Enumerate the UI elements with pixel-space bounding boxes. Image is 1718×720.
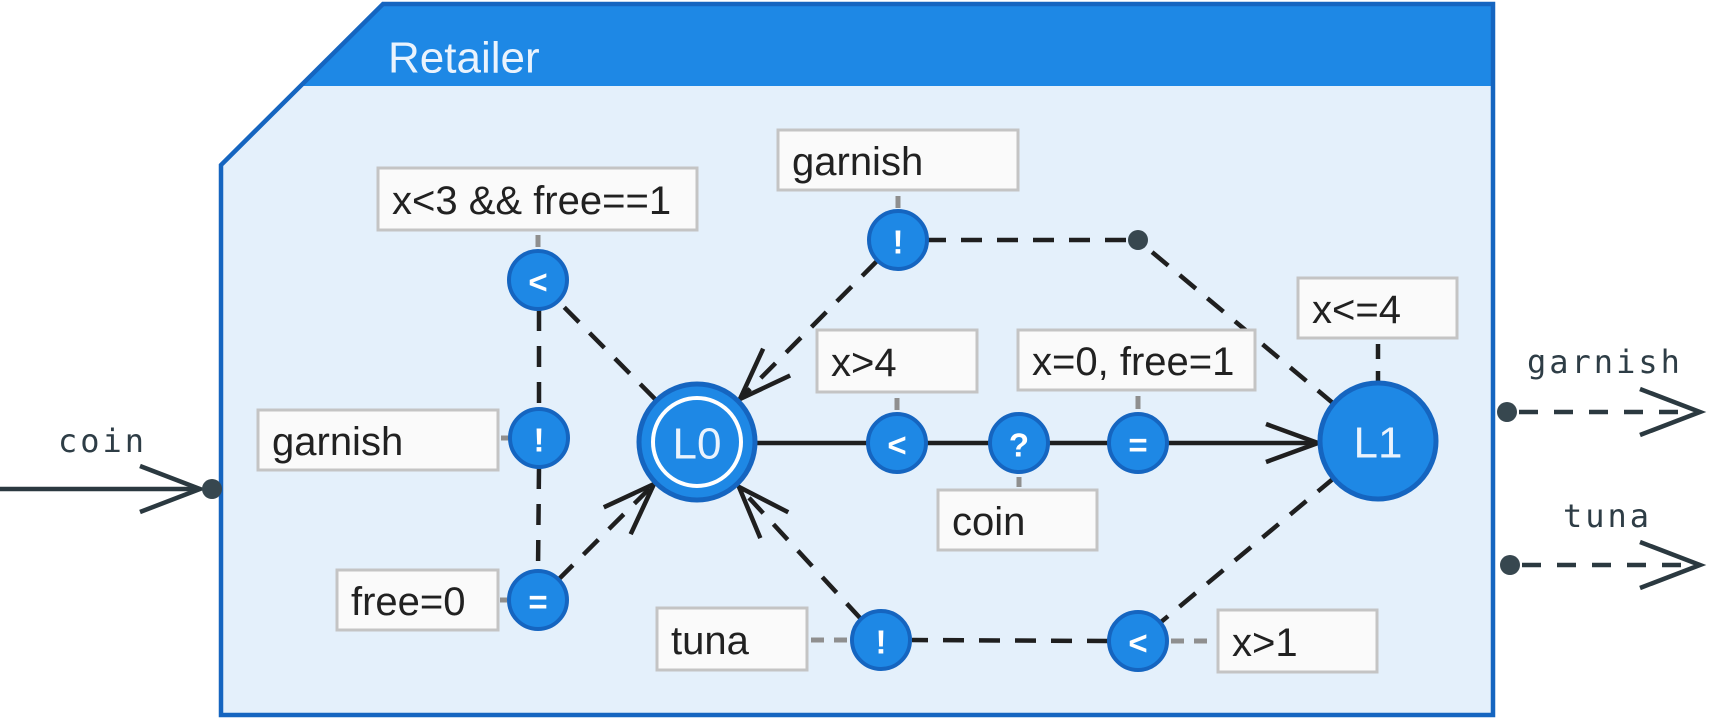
edge-selfloop xyxy=(535,299,659,582)
label-garnish-left[interactable]: garnish xyxy=(256,408,500,472)
send-op-icon: ! xyxy=(534,422,545,459)
port-garnish-dot[interactable] xyxy=(1497,402,1517,422)
op-buy-receive[interactable]: ? xyxy=(988,412,1050,474)
send-op-icon: ! xyxy=(893,224,904,261)
port-tuna-out[interactable]: tuna xyxy=(1500,497,1707,591)
port-garnish-label: garnish xyxy=(1527,343,1683,381)
edge-serve-garnish xyxy=(735,230,1336,406)
label-box[interactable] xyxy=(655,606,809,672)
label-text: x<=4 xyxy=(1312,288,1401,332)
label-selfloop-guard[interactable]: x<3 && free==1 xyxy=(376,166,699,232)
op-selfloop-assign[interactable]: = xyxy=(507,569,569,631)
op-tuna-guard[interactable]: < xyxy=(1107,610,1169,672)
edge-garnish-diag-right xyxy=(1144,245,1336,406)
edge-tuna-into-l0 xyxy=(734,482,863,621)
edge-bend-dot xyxy=(1128,230,1148,250)
label-invariant-x-le-4[interactable]: x<=4 xyxy=(1296,276,1459,340)
state-l1[interactable]: L1 xyxy=(1317,380,1439,502)
label-box[interactable] xyxy=(335,568,500,632)
label-box[interactable] xyxy=(256,408,500,472)
port-coin-in[interactable]: coin xyxy=(0,422,222,515)
less-than-op-icon: < xyxy=(887,427,906,464)
op-selfloop-guard[interactable]: < xyxy=(507,249,569,311)
label-box[interactable] xyxy=(936,488,1099,552)
op-buy-assign[interactable]: = xyxy=(1107,412,1169,474)
send-op-icon: ! xyxy=(876,624,887,661)
edge-selfloop-in xyxy=(556,479,659,582)
process-border xyxy=(218,1,1496,718)
less-than-op-icon: < xyxy=(528,264,547,301)
label-text: x=0, free=1 xyxy=(1032,340,1234,384)
label-x-gt-1[interactable]: x>1 xyxy=(1216,608,1379,674)
label-text: x>4 xyxy=(831,341,897,385)
edge-tuna-horizontal xyxy=(911,637,1109,644)
port-coin-label: coin xyxy=(58,422,147,460)
receive-op-circle[interactable] xyxy=(988,412,1050,474)
label-garnish-top[interactable]: garnish xyxy=(776,128,1020,192)
state-l1-circle[interactable] xyxy=(1317,380,1439,502)
label-box[interactable] xyxy=(376,166,699,232)
label-text: garnish xyxy=(792,140,923,184)
label-free0[interactable]: free=0 xyxy=(335,568,500,632)
label-text: free=0 xyxy=(351,580,466,624)
guard-op-circle[interactable] xyxy=(866,412,928,474)
assign-op-icon: = xyxy=(1128,427,1147,464)
label-box[interactable] xyxy=(815,328,979,394)
label-connectors xyxy=(500,196,1215,644)
label-text: x>1 xyxy=(1232,621,1298,665)
process-header xyxy=(300,4,1493,86)
op-selfloop-send[interactable]: ! xyxy=(508,407,570,469)
assign-op-icon: = xyxy=(528,584,547,621)
send-op-circle[interactable] xyxy=(508,407,570,469)
port-garnish-out[interactable]: garnish xyxy=(1497,343,1707,438)
edge-serve-tuna xyxy=(734,476,1336,644)
label-text: coin xyxy=(952,500,1025,544)
edge-selfloop-seg2 xyxy=(535,467,542,571)
assign-op-circle[interactable] xyxy=(507,569,569,631)
port-tuna-dot[interactable] xyxy=(1500,555,1520,575)
send-op-circle[interactable] xyxy=(867,209,929,271)
state-l0-initial-ring xyxy=(651,396,743,488)
edge-tuna-diag-right xyxy=(1159,476,1336,624)
label-x-gt-4[interactable]: x>4 xyxy=(815,328,979,394)
edge-selfloop-out xyxy=(556,299,657,401)
label-box[interactable] xyxy=(776,128,1020,192)
edge-garnish-into-l0 xyxy=(735,259,879,404)
label-assign-main[interactable]: x=0, free=1 xyxy=(1016,328,1257,392)
label-coin[interactable]: coin xyxy=(936,488,1099,552)
op-buy-guard[interactable]: < xyxy=(866,412,928,474)
op-garnish-send[interactable]: ! xyxy=(867,209,929,271)
label-tuna[interactable]: tuna xyxy=(655,606,809,672)
label-text: tuna xyxy=(671,619,750,663)
op-tuna-send[interactable]: ! xyxy=(850,609,912,671)
label-box[interactable] xyxy=(1216,608,1379,674)
state-l1-label: L1 xyxy=(1354,419,1403,468)
label-box[interactable] xyxy=(1296,276,1459,340)
guard-op-circle[interactable] xyxy=(507,249,569,311)
port-tuna-label: tuna xyxy=(1563,497,1652,535)
process-title: Retailer xyxy=(388,34,540,83)
label-text: garnish xyxy=(272,420,403,464)
guard-op-circle[interactable] xyxy=(1107,610,1169,672)
state-l0-label: L0 xyxy=(673,420,722,469)
state-l0-circle[interactable] xyxy=(636,381,758,503)
assign-op-circle[interactable] xyxy=(1107,412,1169,474)
label-box[interactable] xyxy=(1016,328,1257,392)
receive-op-icon: ? xyxy=(1009,427,1029,464)
label-text: x<3 && free==1 xyxy=(392,179,671,223)
send-op-circle[interactable] xyxy=(850,609,912,671)
less-than-op-icon: < xyxy=(1128,625,1147,662)
state-l0[interactable]: L0 xyxy=(636,381,758,503)
port-coin-dot[interactable] xyxy=(202,479,222,499)
